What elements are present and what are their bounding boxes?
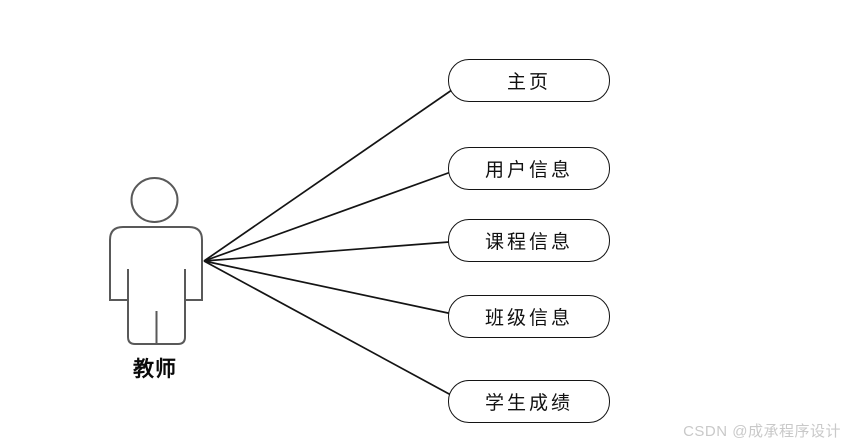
connector-teacher-course [203,240,463,262]
actor-person-icon [109,177,203,345]
usecase-student-grades: 学生成绩 [448,380,610,423]
usecase-class-info: 班级信息 [448,295,610,338]
connector-teacher-grades [203,260,463,402]
actor-head [130,177,179,223]
connector-teacher-user [203,167,463,262]
usecase-home: 主页 [448,59,610,102]
watermark-text: CSDN @成承程序设计 [683,423,841,440]
usecase-course-info: 课程信息 [448,219,610,262]
connector-lines [203,82,463,402]
actor-torso [109,226,203,301]
actor-label: 教师 [133,358,177,381]
connector-teacher-home [203,82,463,262]
usecase-user-info: 用户信息 [448,147,610,190]
connector-teacher-class [203,260,463,317]
